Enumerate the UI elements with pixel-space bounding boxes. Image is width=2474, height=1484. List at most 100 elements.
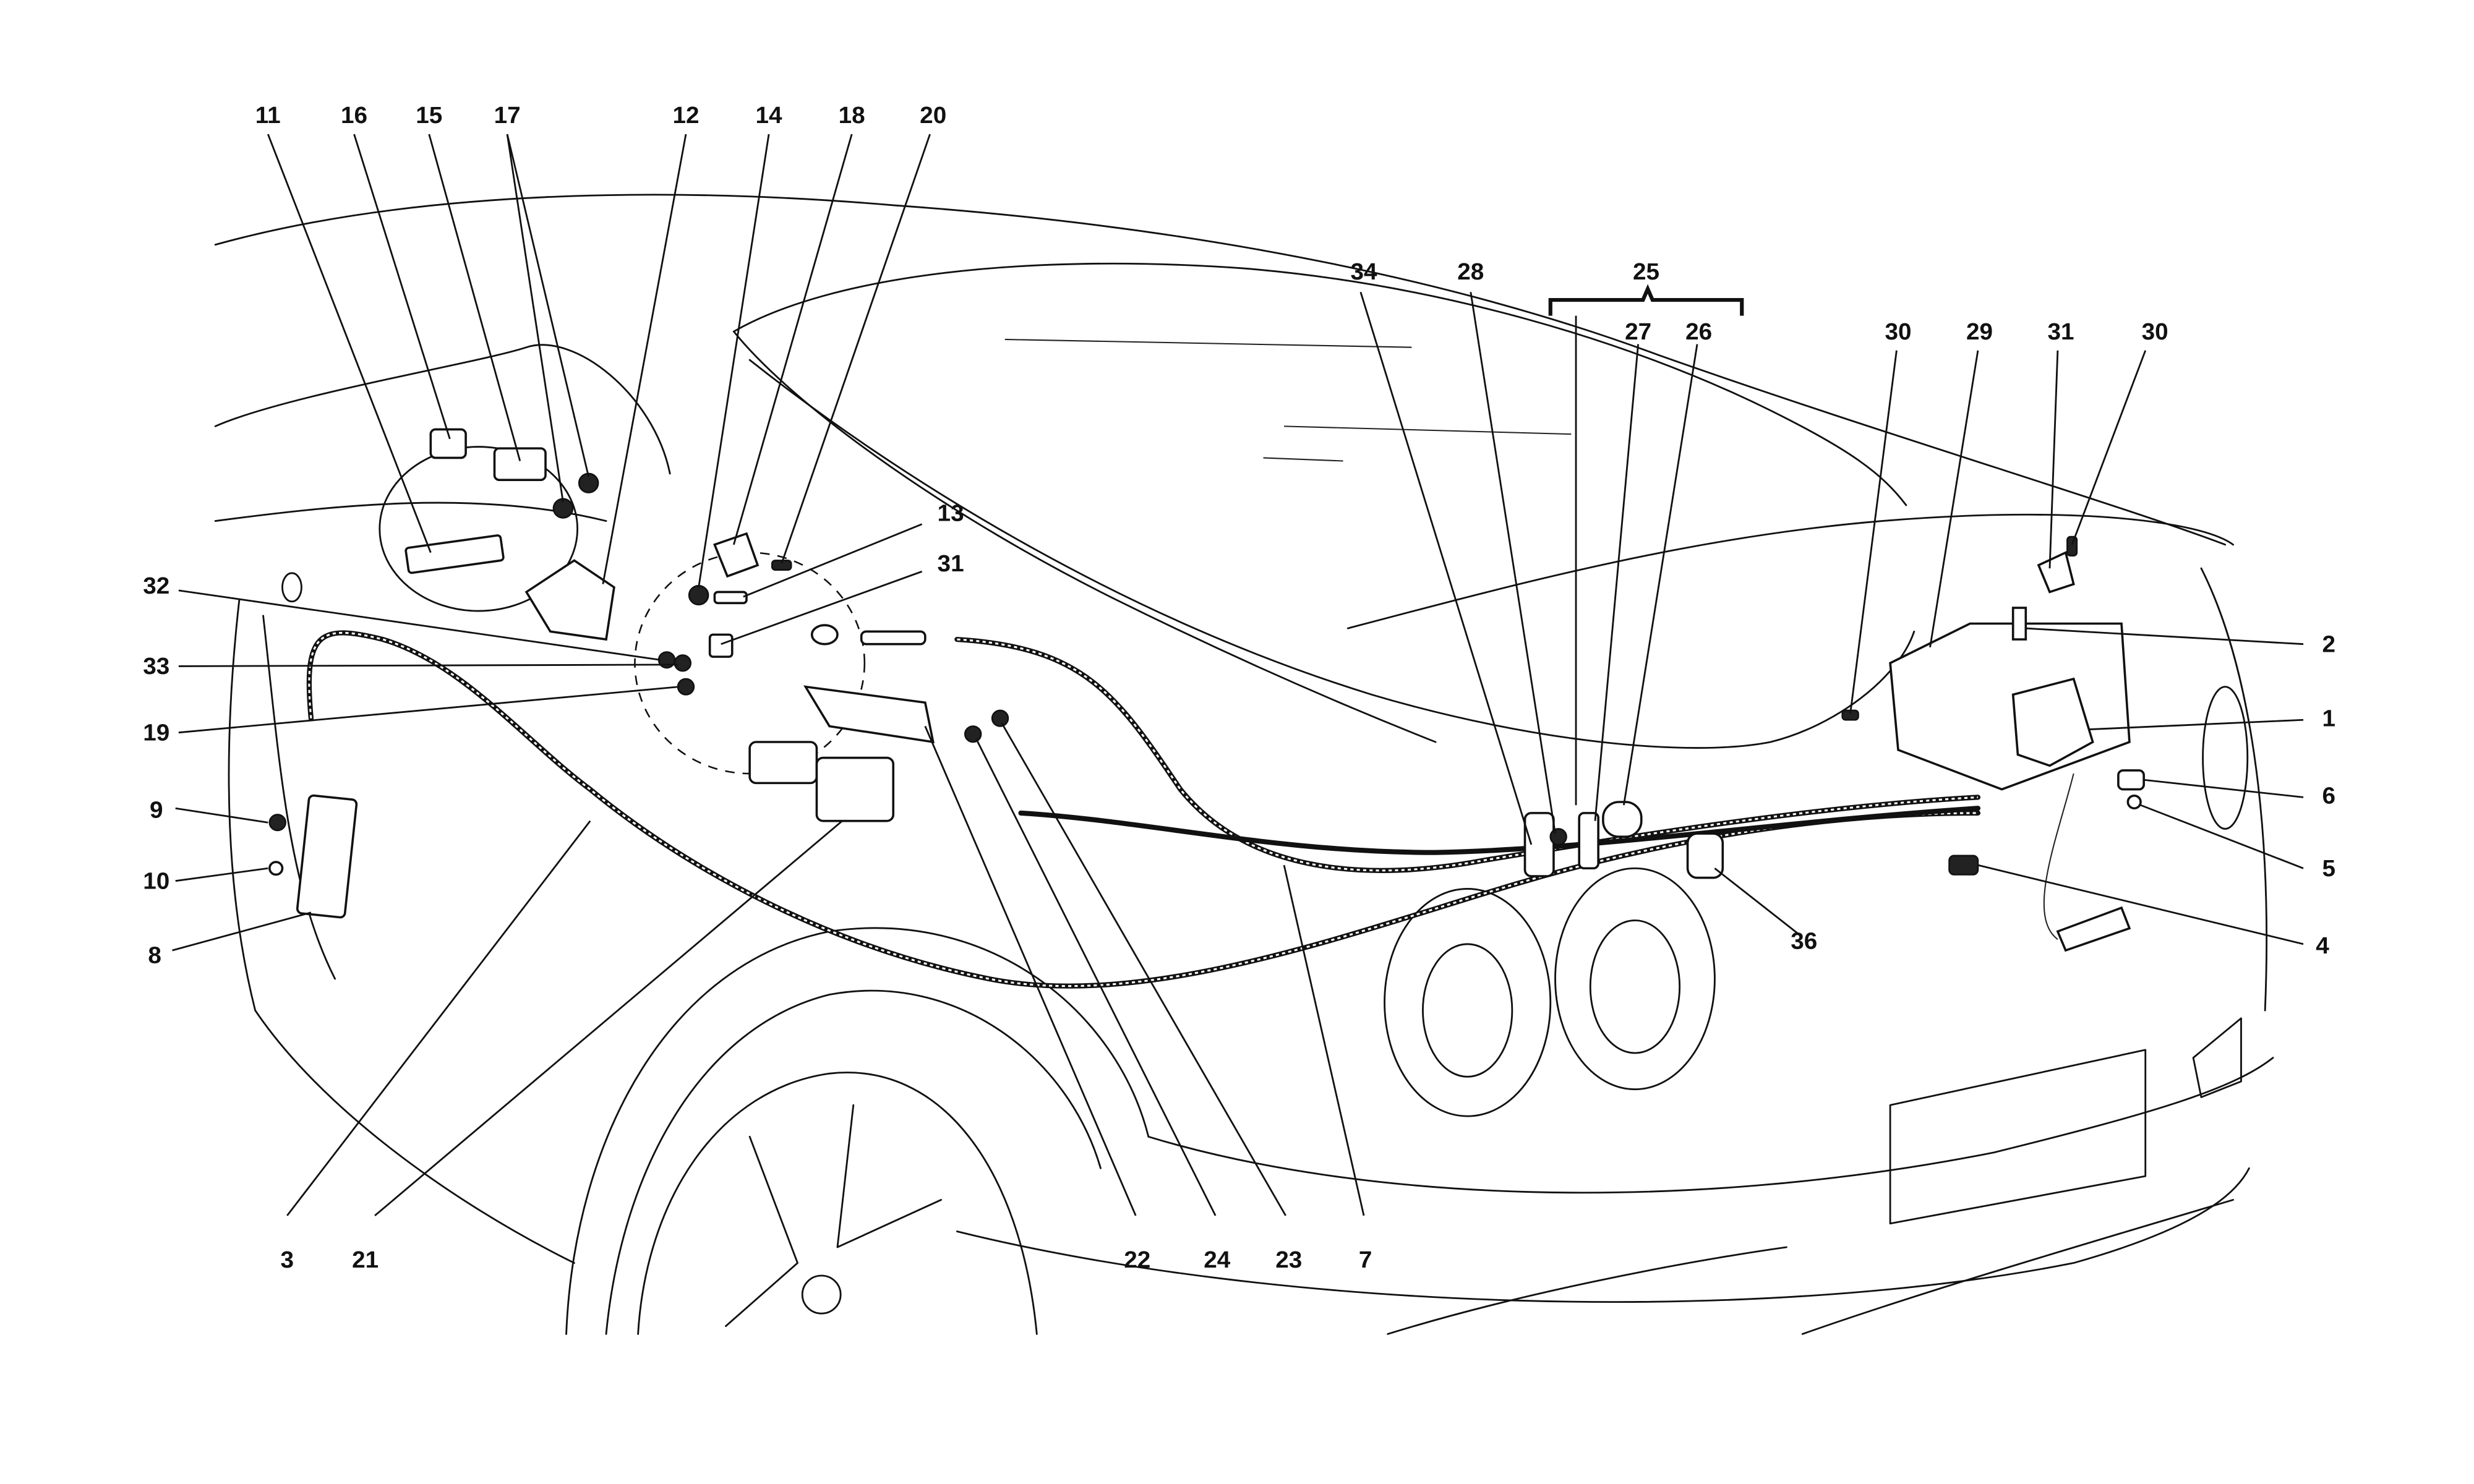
- sail-panel: [214, 344, 671, 475]
- part-11-flap-plate-marking: [404, 534, 505, 574]
- callout-14: 14: [756, 102, 783, 129]
- callout-18: 18: [839, 102, 865, 129]
- callout-32: 31: [938, 550, 964, 577]
- part-27-sleeve: [1578, 812, 1599, 870]
- callout-33: 32: [143, 573, 169, 599]
- part-22-bracket: [803, 685, 935, 744]
- wheel-hub: [801, 1274, 842, 1315]
- tail-light-right-inner: [1589, 919, 1681, 1054]
- left-flank-inner: [262, 615, 336, 980]
- car-body-outline: [214, 194, 2274, 1335]
- release-cables: [306, 630, 1981, 989]
- callout-35: 34: [1351, 258, 1378, 285]
- callout-5: 5: [2322, 855, 2336, 882]
- wheel-arch: [565, 927, 1150, 1335]
- callout-16: 16: [341, 102, 367, 129]
- callout-22: 22: [1124, 1247, 1150, 1273]
- callout-28: 28: [1457, 258, 1484, 285]
- side-marker: [281, 572, 302, 603]
- part-15-hinge: [493, 447, 547, 481]
- glass-line-3: [1263, 457, 1343, 462]
- engine-cover-edge: [748, 359, 1915, 749]
- part-8-release-lever: [296, 794, 358, 919]
- part-34-washer: [674, 654, 691, 672]
- emergency-release-handle: [2056, 906, 2131, 952]
- callout-11: 11: [255, 102, 281, 129]
- callout-17: 17: [494, 102, 521, 129]
- quarter-window: [214, 501, 607, 522]
- part-4-bushing: [1948, 855, 1979, 876]
- cable-lid-release-lower: [1018, 806, 1981, 855]
- leader-lines: [172, 134, 2304, 1217]
- callout-12: 12: [672, 102, 699, 129]
- callout-30-right: 30: [2142, 318, 2168, 345]
- rear-bumper-top: [1147, 1057, 2274, 1194]
- diffuser: [1387, 1199, 2234, 1335]
- callout-labels: 11 16 15 17 12 14 18 20 13 31 32 33 19 9…: [143, 102, 2335, 1273]
- roof-line: [214, 194, 2227, 546]
- glass-line-2: [1284, 425, 1572, 435]
- callout-1: 1: [2322, 706, 2336, 732]
- callout-24: 24: [1204, 1247, 1231, 1273]
- part-12-flap-hinge-arm: [524, 559, 615, 641]
- callout-25: 25: [1633, 258, 1659, 285]
- tail-light-far-right: [2202, 686, 2249, 830]
- fuel-flap-recess: [379, 446, 579, 612]
- part-13-screw: [713, 591, 748, 605]
- part-18-washer: [688, 584, 709, 606]
- callout-8: 8: [148, 942, 161, 969]
- callout-23: 23: [1275, 1247, 1302, 1273]
- cable-adjuster: [860, 630, 927, 646]
- part-30-screw-b: [2066, 535, 2078, 557]
- part-29-lock-bracket: [1889, 622, 2131, 791]
- part-36-cable-guide: [1686, 832, 1724, 879]
- part-9-bolt: [268, 814, 286, 832]
- part-2-lock-screw: [2011, 607, 2027, 641]
- callout-27: 27: [1625, 318, 1651, 345]
- part-5-clip: [2126, 795, 2142, 810]
- callout-19: 19: [143, 720, 169, 746]
- tail-light-left-inner: [1422, 943, 1513, 1078]
- callout-29: 29: [1966, 318, 1993, 345]
- rear-window-upper: [732, 262, 1907, 506]
- part-28-clip: [1523, 812, 1555, 877]
- cable-fuel-flap-release: [306, 630, 1981, 989]
- callout-34: 33: [143, 653, 169, 680]
- wheel-spoke-1: [725, 1135, 798, 1328]
- wheel-spoke-2: [836, 1104, 943, 1248]
- exhaust-outline: [2192, 1017, 2242, 1098]
- parts: [268, 428, 2145, 952]
- part-21-actuator-motor: [748, 741, 818, 785]
- callout-4: 4: [2316, 932, 2329, 959]
- callout-30-left: 30: [1885, 318, 1911, 345]
- glass-line-1: [1004, 338, 1412, 348]
- callout-20: 20: [920, 102, 946, 129]
- callout-21: 21: [352, 1247, 379, 1273]
- callout-36: 36: [1791, 928, 1817, 955]
- part-6-cable-stop: [2117, 769, 2145, 791]
- callout-3: 3: [280, 1247, 294, 1273]
- wheel-rim-outer: [637, 1072, 1038, 1335]
- cable-eye-fitting: [810, 624, 839, 646]
- emergency-release-wire: [2043, 773, 2074, 940]
- left-flank: [228, 599, 575, 1264]
- callout-6: 6: [2322, 783, 2336, 809]
- rear-fascia-right: [2200, 567, 2267, 1012]
- part-14-latch: [713, 532, 760, 578]
- part-32-grommet: [708, 633, 734, 658]
- part-26-clamp: [1602, 801, 1643, 838]
- rear-deck-line: [1346, 513, 2234, 629]
- callout-26: 26: [1685, 318, 1712, 345]
- part-24-washer: [964, 725, 982, 743]
- part-20-screw: [771, 560, 792, 571]
- cable-lid-release-upper: [954, 636, 1981, 873]
- callout-2: 2: [2322, 631, 2336, 658]
- part-31-striker: [2037, 551, 2075, 594]
- tail-light-right-outer: [1554, 867, 1716, 1091]
- part-10-screw: [268, 861, 284, 876]
- part-21-actuator-body: [815, 756, 895, 822]
- callout-31: 31: [2048, 318, 2074, 345]
- part-23-screw: [991, 709, 1009, 727]
- callout-9: 9: [150, 797, 163, 824]
